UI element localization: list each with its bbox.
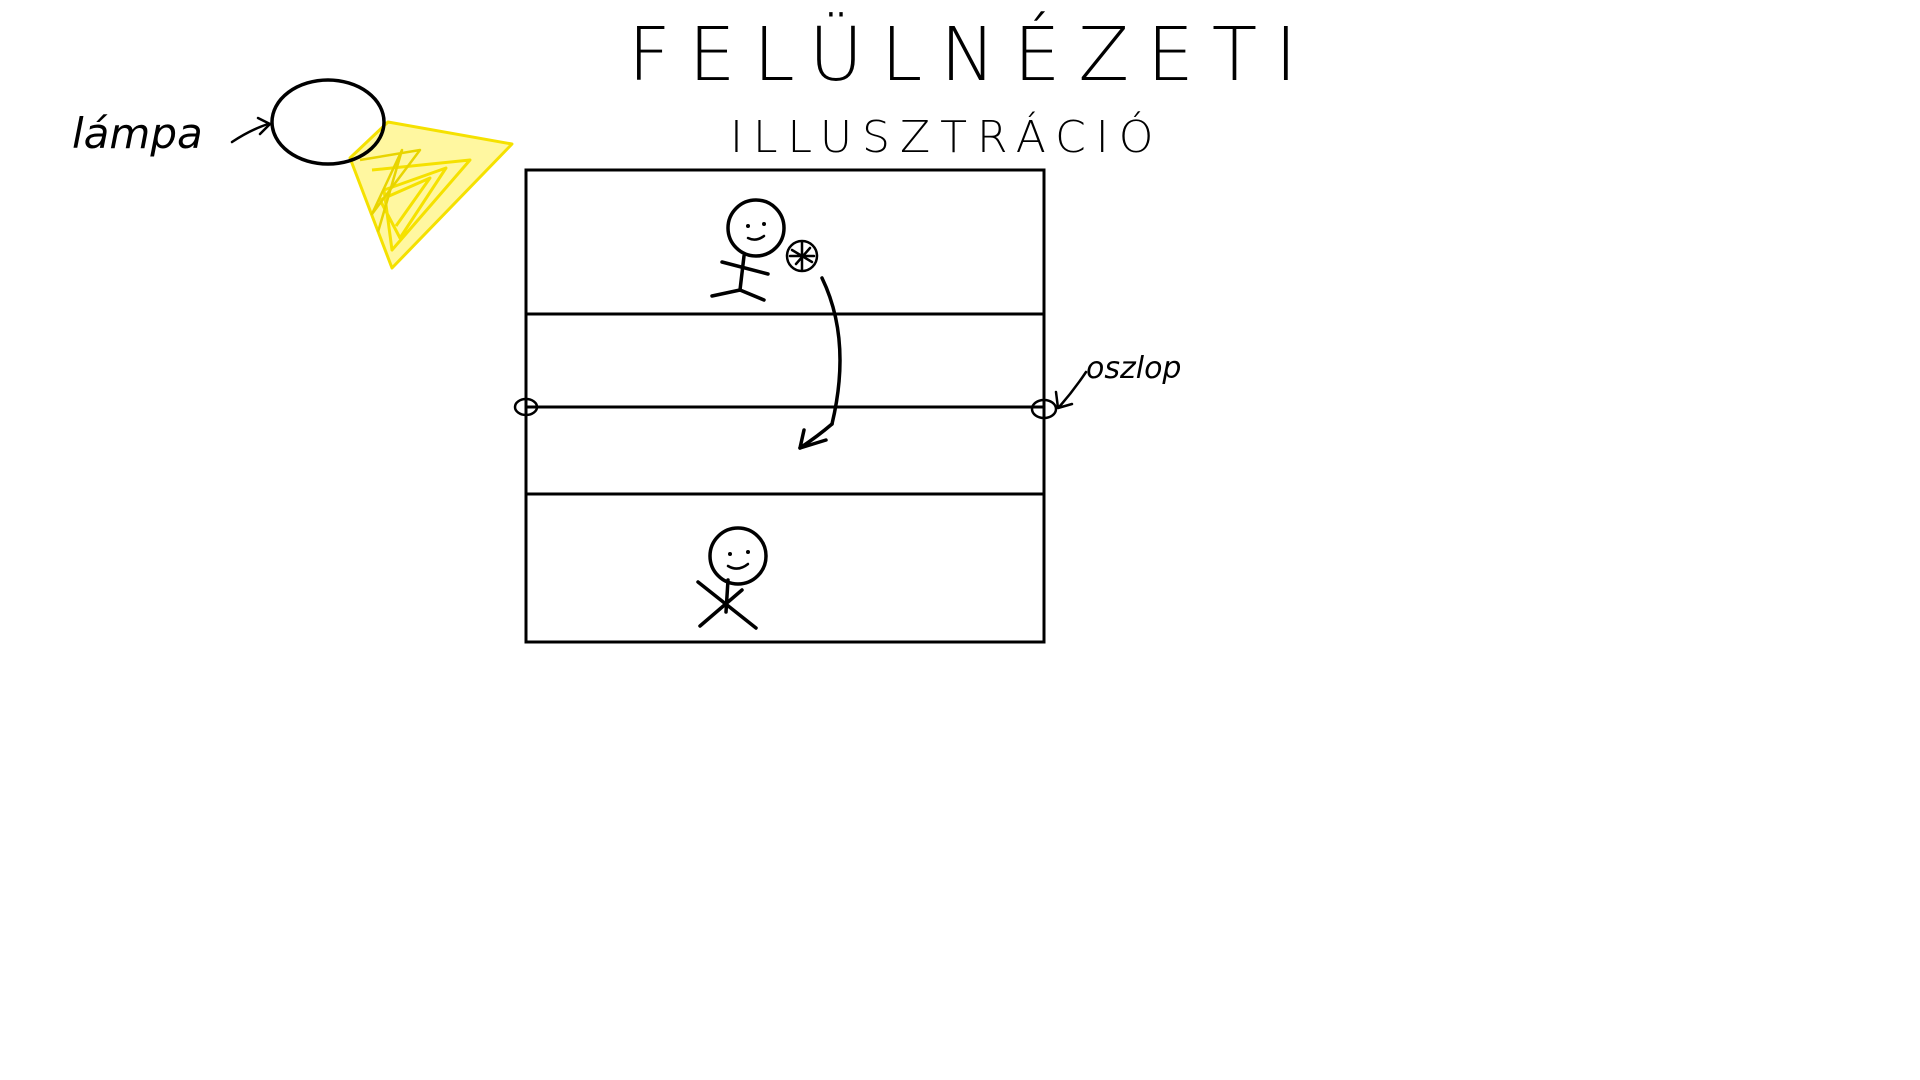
- page-title: FELÜLNÉZETI: [628, 10, 1315, 98]
- pass-arrow-tail: [798, 422, 834, 450]
- light-beam: [348, 120, 514, 270]
- right-pole-icon: [1030, 398, 1058, 420]
- lamp-arrow: [230, 122, 270, 144]
- left-pole-icon: [513, 397, 539, 417]
- lamp-icon: [270, 78, 386, 166]
- lamp-label: lámpa: [72, 109, 203, 158]
- pole-arrow-head: [1054, 390, 1074, 410]
- lamp-arrow-head: [256, 116, 272, 136]
- bottom-player-icon: [696, 526, 768, 630]
- pole-arrow: [1058, 370, 1088, 408]
- field: [524, 168, 1046, 644]
- pole-label: oszlop: [1086, 351, 1181, 386]
- page-subtitle: ILLUSZTRÁCIÓ: [730, 110, 1163, 163]
- ball-icon: [785, 239, 819, 273]
- top-player-icon: [710, 198, 786, 302]
- pass-arrow: [820, 276, 842, 426]
